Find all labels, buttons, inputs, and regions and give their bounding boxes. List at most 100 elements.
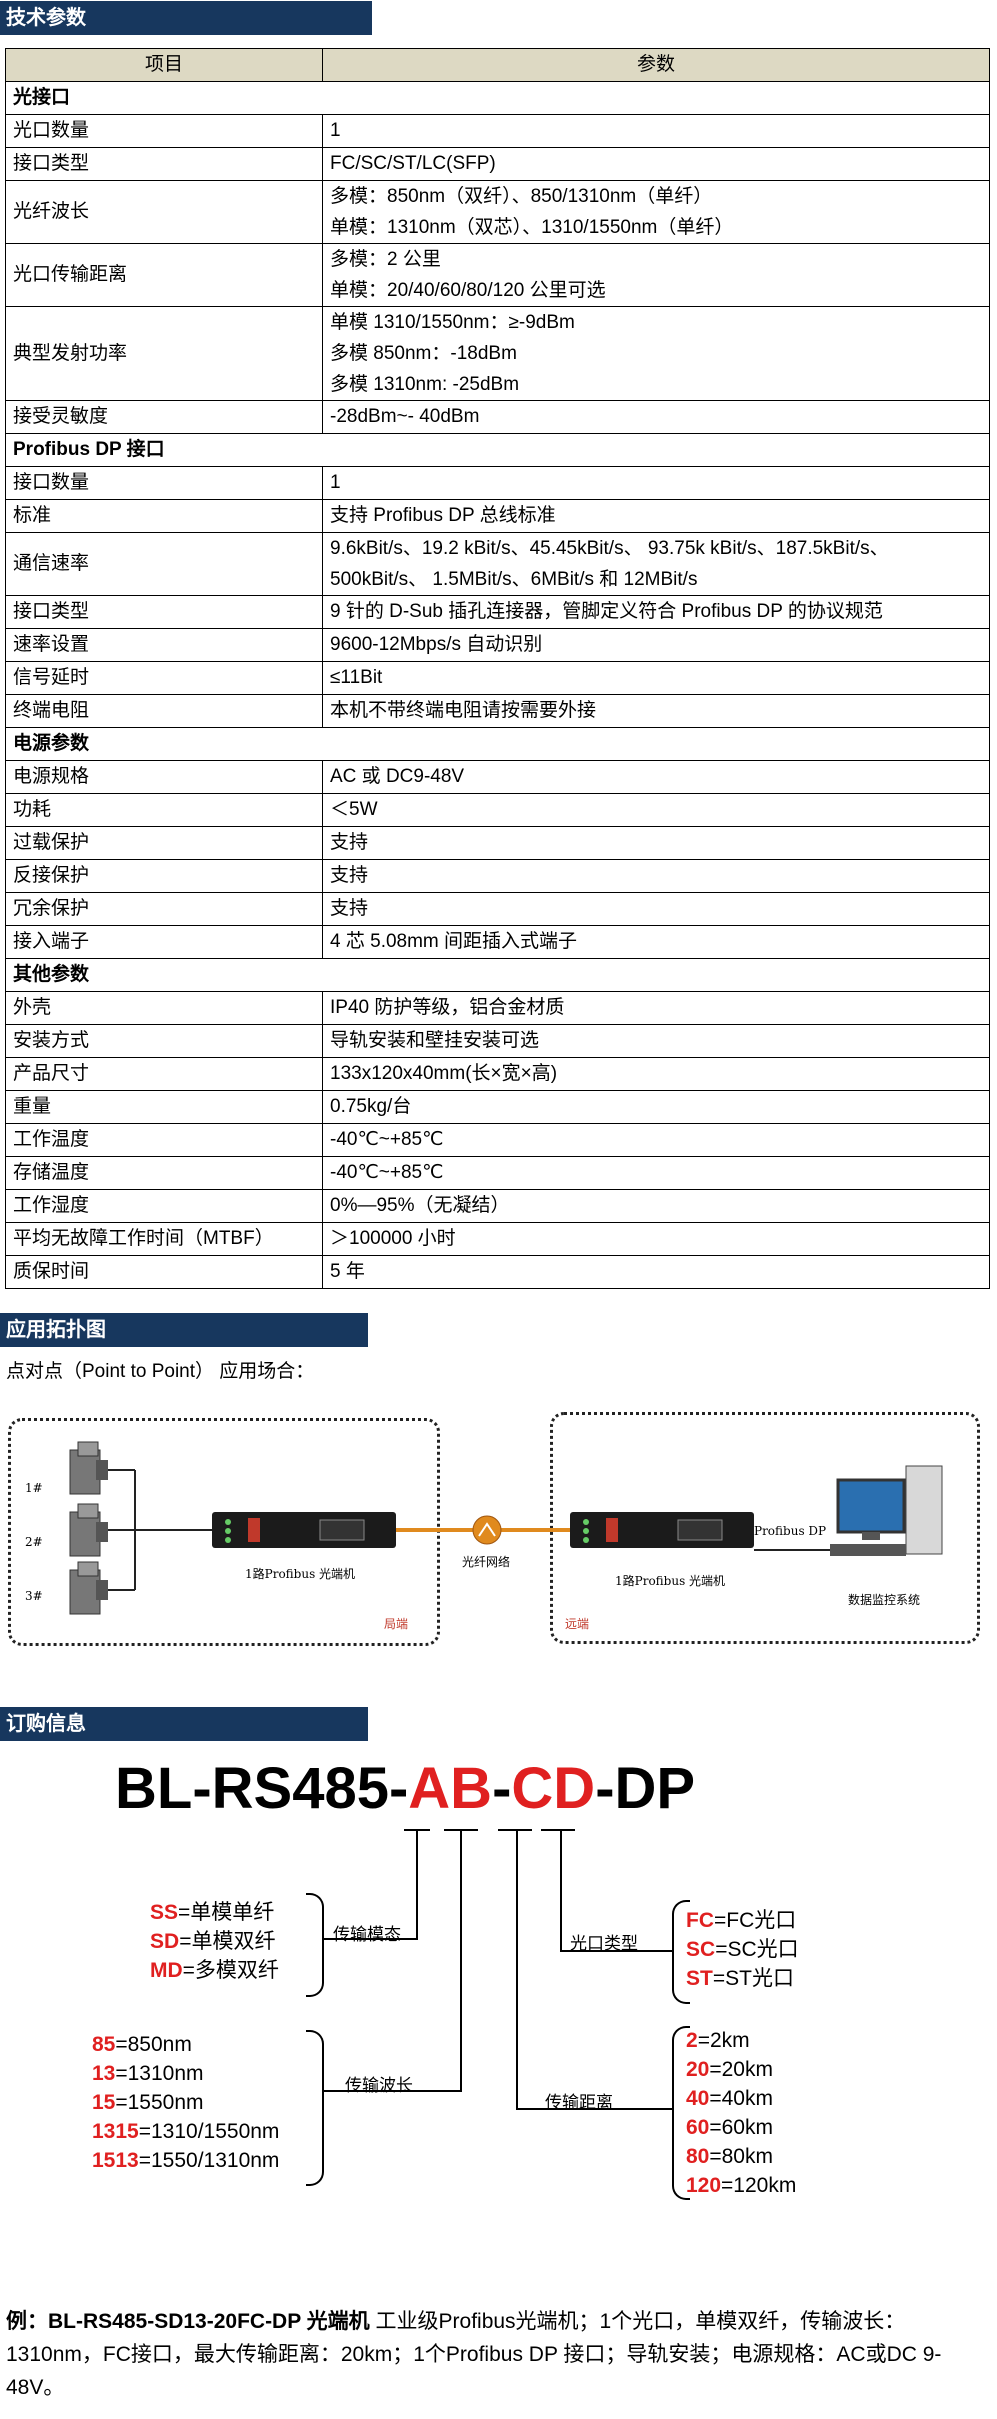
table-row: 工作温度-40℃~+85℃ (5, 1123, 990, 1157)
left-fiber-converter (212, 1512, 396, 1548)
row-value: ＞100000 小时 (322, 1222, 990, 1256)
row-value-line: 5 年 (330, 1261, 365, 1282)
dists-option: 120=120km (686, 2171, 796, 2200)
model-code: BL-RS485-AB-CD-DP (115, 1755, 695, 1822)
row-value: 多模：850nm（双纤）、850/1310nm（单纤）单模：1310nm（双芯）… (322, 180, 990, 244)
row-value-line: 1 (330, 472, 341, 493)
row-label: 接受灵敏度 (5, 400, 323, 434)
modes-option: SD=单模双纤 (150, 1927, 279, 1956)
group-title: 光接口 (5, 81, 990, 115)
profibus-node-1 (69, 1441, 108, 1495)
topology-caption: 点对点（Point to Point） 应用场合： (6, 1361, 315, 1382)
row-label: 工作温度 (5, 1123, 323, 1157)
ports-option: SC=SC光口 (686, 1935, 799, 1964)
row-value-line: 多模：2 公里 (330, 249, 441, 270)
option-code: FC (686, 1909, 714, 1932)
row-value: 9600-12Mbps/s 自动识别 (322, 628, 990, 662)
row-value: 5 年 (322, 1255, 990, 1289)
profibus-node-3 (69, 1561, 108, 1615)
option-code: 1513 (92, 2149, 139, 2172)
row-value-line: 9600-12Mbps/s 自动识别 (330, 634, 543, 655)
row-label: 接入端子 (5, 925, 323, 959)
option-code: SS (150, 1901, 179, 1924)
row-value: 本机不带终端电阻请按需要外接 (322, 694, 990, 728)
table-row: 接受灵敏度-28dBm~- 40dBm (5, 400, 990, 434)
table-row: 安装方式导轨安装和壁挂安装可选 (5, 1024, 990, 1058)
row-value-line: ≤11Bit (330, 667, 383, 688)
option-text: =2km (697, 2029, 750, 2052)
row-label: 冗余保护 (5, 892, 323, 926)
row-value: -40℃~+85℃ (322, 1123, 990, 1157)
row-label: 典型发射功率 (5, 306, 323, 401)
option-text: =60km (709, 2116, 773, 2139)
connector-mode-h (324, 1938, 418, 1940)
row-value: FC/SC/ST/LC(SFP) (322, 147, 990, 181)
row-label: 信号延时 (5, 661, 323, 695)
connector-dist-h (516, 2108, 672, 2110)
option-text: =40km (709, 2087, 773, 2110)
fiber-network-label: 光纤网络 (462, 1555, 511, 1569)
row-value: ＜5W (322, 793, 990, 827)
table-header-item: 项目 (5, 48, 323, 82)
row-value-line: 0%—95%（无凝结） (330, 1195, 510, 1216)
row-label: 标准 (5, 499, 323, 533)
row-value-line: 单模：20/40/60/80/120 公里可选 (330, 280, 606, 301)
row-label: 反接保护 (5, 859, 323, 893)
waves-option: 1315=1310/1550nm (92, 2117, 279, 2146)
option-text: =1310/1550nm (138, 2120, 280, 2143)
option-text: =1550nm (115, 2091, 204, 2114)
example-prefix: 例： (6, 2310, 48, 2333)
row-value-line: ＞100000 小时 (330, 1228, 456, 1249)
node-label-3: 3# (25, 1589, 43, 1603)
row-label: 接口数量 (5, 466, 323, 500)
row-value-line: 本机不带终端电阻请按需要外接 (330, 700, 597, 721)
row-label: 质保时间 (5, 1255, 323, 1289)
row-value: 支持 (322, 859, 990, 893)
row-value: 0%—95%（无凝结） (322, 1189, 990, 1223)
monitor-computer-icon (830, 1465, 943, 1556)
table-row: 存储温度-40℃~+85℃ (5, 1156, 990, 1190)
row-label: 存储温度 (5, 1156, 323, 1190)
table-row: 质保时间 5 年 (5, 1255, 990, 1289)
option-text: =1310nm (115, 2062, 204, 2085)
dists-option: 40=40km (686, 2084, 796, 2113)
underline-c (498, 1829, 532, 1831)
row-value: AC 或 DC9-48V (322, 760, 990, 794)
row-value-line: 单模：1310nm（双芯）、1310/1550nm（单纤） (330, 217, 734, 238)
waves-option: 85=850nm (92, 2030, 279, 2059)
row-value-line: 500kBit/s、 1.5MBit/s、6MBit/s 和 12MBit/s (330, 569, 698, 590)
group-title: 电源参数 (5, 727, 990, 761)
option-text: =1550/1310nm (138, 2149, 280, 2172)
row-value-line: IP40 防护等级，铝合金材质 (330, 997, 565, 1018)
connector-dist-v (516, 1830, 518, 2110)
model-part-ab: AB (408, 1756, 493, 1821)
section-header-order: 订购信息 (0, 1707, 368, 1741)
table-header-param: 参数 (322, 48, 990, 82)
node-label-1: 1# (25, 1481, 43, 1495)
bracket-port (672, 1900, 690, 2004)
table-row: 终端电阻本机不带终端电阻请按需要外接 (5, 694, 990, 728)
connector-wave-h (324, 2090, 462, 2092)
example-text: 工业级Profibus光端机；1个光口，单模双纤，传输波长：1310nm，FC接… (6, 2310, 942, 2399)
row-value-line: 单模 1310/1550nm：≥-9dBm (330, 312, 575, 333)
option-code: 85 (92, 2033, 116, 2056)
topology-diagram (69, 1441, 943, 1615)
option-code: 1315 (92, 2120, 139, 2143)
option-code: 20 (686, 2058, 710, 2081)
row-value: IP40 防护等级，铝合金材质 (322, 991, 990, 1025)
row-value: ≤11Bit (322, 661, 990, 695)
row-label: 产品尺寸 (5, 1057, 323, 1091)
model-part-dash: - (492, 1756, 512, 1821)
row-value: -28dBm~- 40dBm (322, 400, 990, 434)
option-code: 40 (686, 2087, 710, 2110)
label-dist: 传输距离 (545, 2093, 613, 2113)
fiber-network-icon (472, 1515, 502, 1545)
row-value-line: AC 或 DC9-48V (330, 766, 465, 787)
table-row: 光纤波长多模：850nm（双纤）、850/1310nm（单纤）单模：1310nm… (5, 180, 990, 244)
row-value-line: ＜5W (330, 799, 378, 820)
row-label: 电源规格 (5, 760, 323, 794)
option-text: =单模单纤 (178, 1901, 275, 1924)
model-part-cd: CD (511, 1756, 596, 1821)
